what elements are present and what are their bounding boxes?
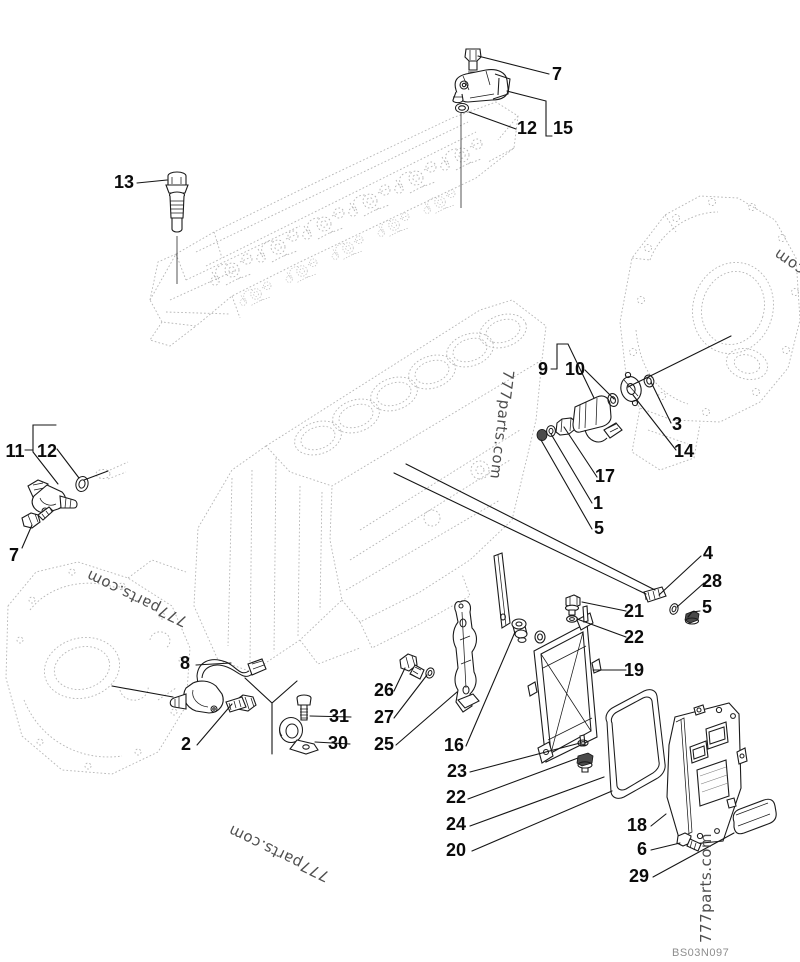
- watermark-left: 777parts.com: [83, 566, 190, 630]
- part-screw-31: [296, 694, 312, 721]
- callout-2: 2: [181, 734, 191, 754]
- part-pad-29: [732, 798, 777, 835]
- callout-5-mid: 5: [702, 597, 712, 617]
- part-clamp-30: [278, 716, 319, 755]
- bracket-9: [550, 343, 595, 399]
- part-cam-sensor-15: [452, 69, 511, 104]
- callout-8: 8: [180, 653, 190, 673]
- callout-22-low: 22: [446, 787, 466, 807]
- callout-4: 4: [703, 543, 713, 563]
- part-washer-22-mid: [566, 615, 578, 623]
- part-bolt-7-left: [21, 506, 54, 529]
- engine-block-art: [95, 299, 547, 673]
- sensor-body-9: [572, 395, 623, 443]
- callout-28: 28: [702, 571, 722, 591]
- callout-16: 16: [444, 735, 464, 755]
- part-ecm-18: [666, 702, 748, 846]
- part-oring-12-left: [75, 475, 89, 493]
- callout-30: 30: [328, 733, 348, 753]
- callout-15: 15: [553, 118, 573, 138]
- part-bolt-21: [564, 594, 581, 616]
- leader-lines: [21, 55, 735, 878]
- washer-1: [546, 425, 556, 437]
- mount-line-sensor-8: [111, 685, 174, 698]
- part-nut-22-low: [576, 752, 594, 773]
- watermark-right: 777parts.com: [697, 833, 715, 943]
- part-gasket-seal: [605, 689, 666, 799]
- callout-14: 14: [674, 441, 694, 461]
- callout-25: 25: [374, 734, 394, 754]
- part-strap: [493, 552, 511, 629]
- oring-3: [643, 374, 655, 388]
- adapter-17: [555, 417, 576, 436]
- part-bolt-2: [225, 694, 257, 713]
- callout-9: 9: [538, 359, 548, 379]
- watermark-center: 777parts.com: [486, 369, 517, 480]
- callout-12-left: 12: [37, 441, 57, 461]
- callout-18: 18: [627, 815, 647, 835]
- mount-lines-stud-4: [393, 463, 656, 595]
- callout-3: 3: [672, 414, 682, 434]
- callout-17: 17: [595, 466, 615, 486]
- callout-6: 6: [637, 839, 647, 859]
- part-nut-5-mid: [684, 610, 700, 625]
- callout-7-top: 7: [552, 64, 562, 84]
- flange-14: [620, 371, 642, 407]
- callout-1: 1: [593, 493, 603, 513]
- part-bolt-7-top: [464, 48, 482, 82]
- part-bolt-26: [399, 653, 425, 680]
- front-cover-art: [5, 559, 191, 775]
- part-washer-27: [425, 667, 435, 679]
- plate-top-stud: [582, 605, 589, 623]
- part-bracket-25: [452, 600, 480, 713]
- part-oring-12-top: [454, 102, 470, 208]
- callouts: 7 12 15 13 9 10 3 14 17 1 5 11 12 7 4 28…: [5, 64, 722, 886]
- callout-27: 27: [374, 707, 394, 727]
- callout-29: 29: [629, 866, 649, 886]
- part-sensor-8: [169, 658, 267, 714]
- parts: [21, 48, 777, 852]
- mount-line-sensor-9: [627, 335, 732, 388]
- part-oring-28: [669, 603, 679, 615]
- callout-20: 20: [446, 840, 466, 860]
- callout-21: 21: [624, 601, 644, 621]
- part-sensor-11: [27, 479, 78, 515]
- callout-26: 26: [374, 680, 394, 700]
- watermark-bottom: 777parts.com: [225, 821, 332, 885]
- callout-22-mid: 22: [624, 627, 644, 647]
- callout-7-left: 7: [9, 545, 19, 565]
- engine-art: [5, 101, 800, 775]
- callout-10: 10: [565, 359, 585, 379]
- callout-31: 31: [329, 706, 349, 726]
- cap-nut-5: [536, 428, 548, 441]
- part-plate-19: [527, 605, 602, 764]
- bracket-15: [506, 90, 553, 137]
- callout-24: 24: [446, 814, 466, 834]
- harness-split-lines: [244, 677, 298, 755]
- part-grommet-16: [511, 618, 528, 643]
- callout-19: 19: [624, 660, 644, 680]
- part-stud-4: [643, 586, 667, 603]
- callout-13: 13: [114, 172, 134, 192]
- callout-12-top: 12: [517, 118, 537, 138]
- figure-code: BS03N097: [672, 947, 729, 959]
- part-sensor-13: [165, 171, 189, 284]
- callout-11: 11: [5, 441, 24, 461]
- bracket-11-12: [24, 424, 59, 485]
- part-bolt-6: [676, 832, 702, 852]
- flywheel-housing-art: [619, 195, 800, 471]
- callout-5-right: 5: [594, 518, 604, 538]
- callout-23: 23: [447, 761, 467, 781]
- watermark-corner-fragment: com: [770, 245, 800, 279]
- cylinder-head-art: [149, 101, 519, 347]
